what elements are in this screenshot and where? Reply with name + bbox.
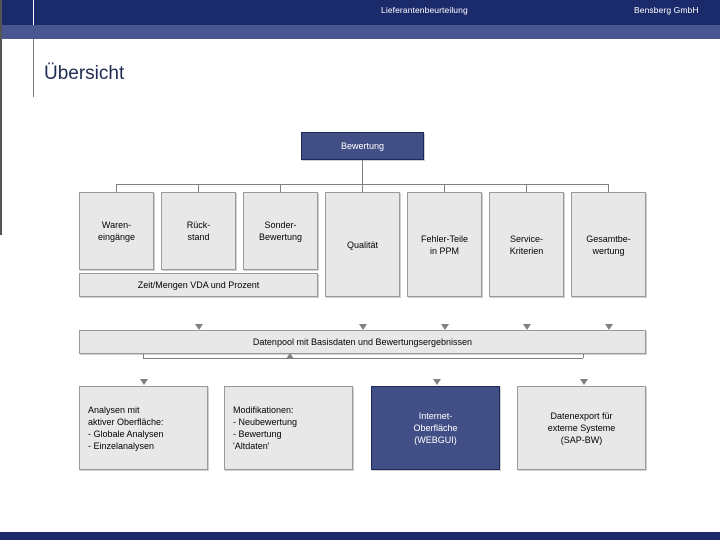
connector-pool-feed-1	[0, 0, 2, 28]
arrow-output-2	[286, 353, 294, 359]
arrow-pool-feed-2	[359, 324, 367, 330]
connector-output-bus-stub-right	[583, 354, 584, 358]
header-company-name: Bensberg GmbH	[634, 5, 699, 15]
node-fehlerteile-ppm[interactable]: Fehler-Teile in PPM	[407, 192, 482, 297]
connector-root-trunk	[362, 160, 363, 184]
node-internet-oberflaeche[interactable]: Internet- Oberfläche (WEBGUI)	[371, 386, 500, 470]
node-analysen[interactable]: Analysen mit aktiver Oberfläche: - Globa…	[79, 386, 208, 470]
node-bewertung[interactable]: Bewertung	[301, 132, 424, 160]
node-qualitaet[interactable]: Qualität	[325, 192, 400, 297]
arrow-pool-feed-5	[605, 324, 613, 330]
header-document-title: Lieferantenbeurteilung	[381, 5, 468, 15]
connector-leg-2	[198, 184, 199, 192]
node-rueckstand[interactable]: Rück- stand	[161, 192, 236, 270]
arrow-output-3	[433, 379, 441, 385]
node-service-kriterien[interactable]: Service- Kriterien	[489, 192, 564, 297]
arrow-pool-feed-3	[441, 324, 449, 330]
connector-output-2	[0, 162, 2, 191]
connector-pool-feed-4	[0, 84, 2, 112]
connector-pool-feed-3	[0, 56, 2, 84]
node-gesamtbewertung[interactable]: Gesamtbe- wertung	[571, 192, 646, 297]
connector-leg-7	[608, 184, 609, 192]
connector-leg-3	[280, 184, 281, 192]
connector-leg-6	[526, 184, 527, 192]
connector-pool-feed-5	[0, 112, 2, 140]
connector-pool-feed-2	[0, 28, 2, 56]
page-title: Übersicht	[44, 63, 125, 84]
node-modifikationen[interactable]: Modifikationen: - Neubewertung - Bewertu…	[224, 386, 353, 470]
node-datenpool[interactable]: Datenpool mit Basisdaten und Bewertungse…	[79, 330, 646, 354]
node-zeit-mengen-bar[interactable]: Zeit/Mengen VDA und Prozent	[79, 273, 318, 297]
node-datenexport[interactable]: Datenexport für externe Systeme (SAP-BW)	[517, 386, 646, 470]
connector-output-3	[0, 191, 2, 213]
header-band-secondary	[0, 25, 720, 39]
connector-leg-5	[444, 184, 445, 192]
connector-output-bus	[143, 358, 583, 359]
node-sonderbewertung[interactable]: Sonder- Bewertung	[243, 192, 318, 270]
node-wareneingaenge[interactable]: Waren- eingänge	[79, 192, 154, 270]
connector-leg-4	[362, 184, 363, 192]
connector-output-4	[0, 213, 2, 235]
arrow-pool-feed-4	[523, 324, 531, 330]
header-left-tick	[33, 0, 34, 25]
arrow-output-4	[580, 379, 588, 385]
connector-output-1	[0, 140, 2, 162]
arrow-pool-feed-1	[195, 324, 203, 330]
connector-output-bus-stub-left	[143, 354, 144, 358]
footer-band	[0, 532, 720, 540]
header-band-primary	[0, 0, 720, 25]
arrow-output-1	[140, 379, 148, 385]
connector-leg-1	[116, 184, 117, 192]
title-accent-rule	[33, 39, 34, 97]
